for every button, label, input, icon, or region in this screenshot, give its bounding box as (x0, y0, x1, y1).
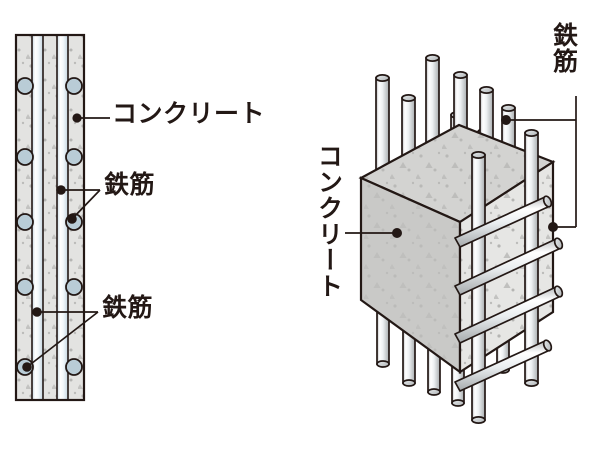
horizontal-rebar (454, 285, 564, 344)
horizontal-rebar (454, 237, 564, 296)
concrete-front-face (359, 176, 462, 375)
label-rebar-right: 鉄筋 (549, 22, 579, 74)
callout-dot (501, 115, 511, 125)
callout-concrete-right (345, 228, 402, 238)
label-rebar-left-upper: 鉄筋 (104, 170, 156, 199)
label-rebar-left-lower: 鉄筋 (102, 293, 154, 322)
callout-dot (56, 185, 66, 195)
callout-rebar-left-upper (56, 185, 101, 224)
callout-dot (392, 228, 402, 238)
horizontal-rebar (454, 195, 553, 248)
horizontal-rebars-right (454, 195, 564, 392)
rebar-cross-section-circles (16, 77, 83, 376)
label-concrete-right: コンクリート (314, 143, 344, 299)
callout-dot (548, 222, 558, 232)
callout-dot (22, 362, 32, 372)
horizontal-rebar (454, 339, 553, 392)
callout-concrete-left (72, 113, 110, 123)
concrete-panel-outline (14, 33, 86, 402)
wall-cross-section (14, 33, 110, 402)
callout-rebar-right (501, 96, 577, 232)
callout-dot (72, 113, 82, 123)
callout-dot (67, 214, 77, 224)
vertical-rebar-strip-left (31, 35, 44, 400)
isometric-rebar-block (345, 54, 577, 424)
callout-dot (32, 307, 42, 317)
label-concrete-left: コンクリート (112, 99, 266, 128)
callout-rebar-left-lower (22, 307, 99, 372)
